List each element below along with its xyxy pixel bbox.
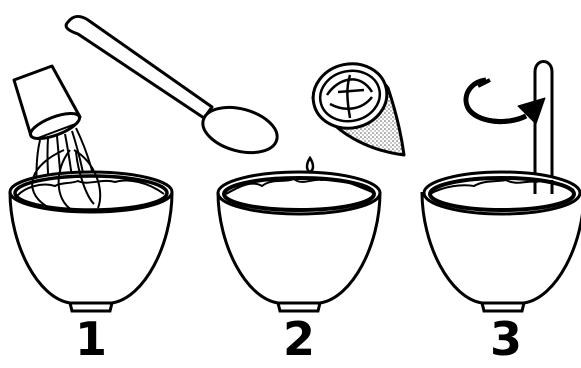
stirring-stick-icon [535, 62, 552, 191]
step-1-illustration [10, 66, 172, 311]
stir-arrow-icon [466, 80, 545, 124]
step-number-1: 1 [61, 314, 121, 364]
step-number-3: 3 [476, 314, 536, 364]
mixing-bowl-icon [422, 172, 581, 311]
mixing-bowl-icon [218, 172, 380, 311]
spoon-icon [66, 17, 282, 161]
step-3-illustration [422, 62, 581, 312]
step-number-2: 2 [269, 314, 329, 364]
juice-drop-icon [307, 158, 313, 172]
lemon-half-icon [307, 57, 404, 155]
